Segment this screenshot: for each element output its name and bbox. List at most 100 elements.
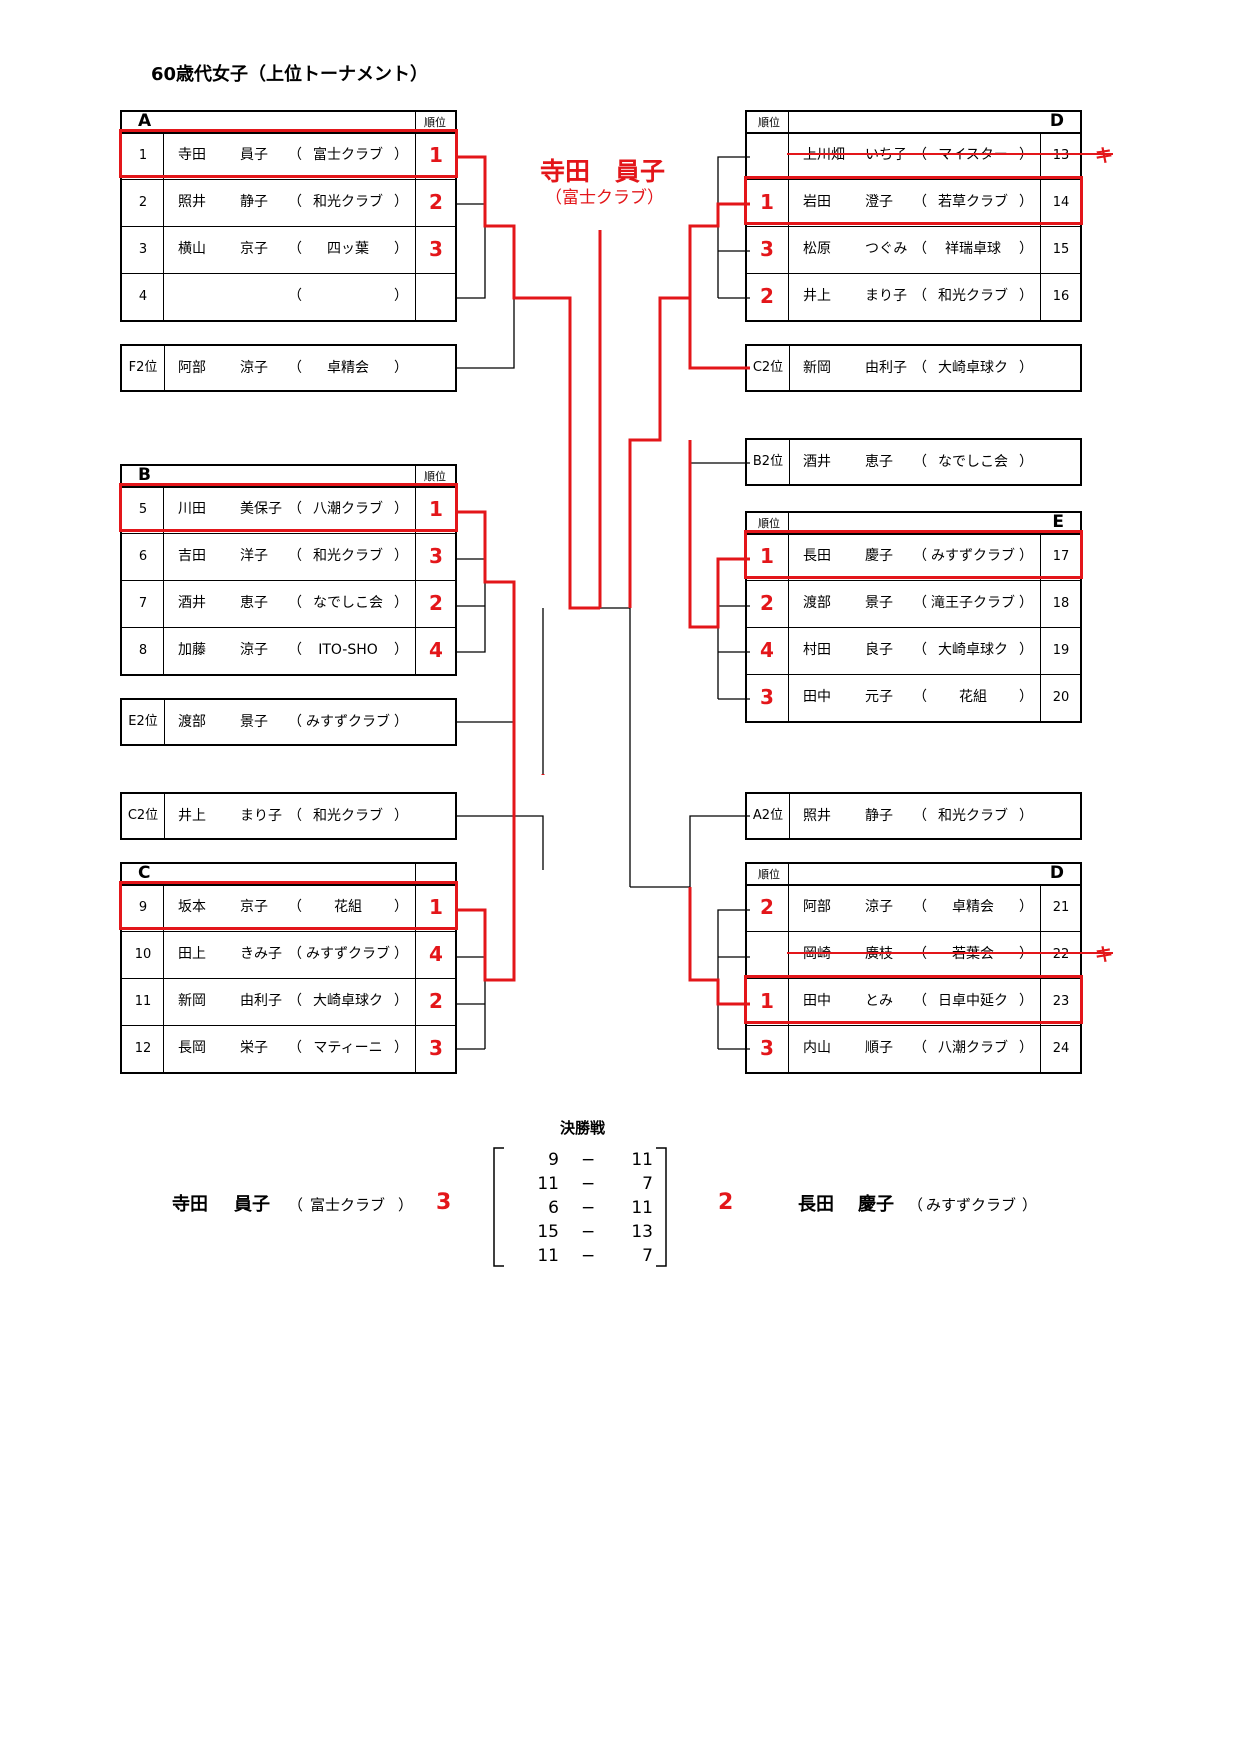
player-number: 5 (138, 502, 148, 517)
player-number: 19 (1052, 643, 1070, 658)
seed-tag: C2位 (122, 794, 165, 838)
group-letter: B (138, 465, 151, 485)
player-rank: 1 (429, 143, 443, 167)
player-surname: 村田 (803, 642, 831, 658)
player-rank: 3 (760, 685, 774, 709)
withdrawn-mark: キ (1095, 146, 1113, 167)
paren-close: ） (394, 360, 408, 376)
player-rank: 2 (429, 989, 443, 1013)
player-surname: 井上 (803, 288, 831, 304)
seed-club: 大崎卓球ク (938, 360, 1008, 376)
rank-header: 順位 (758, 868, 780, 881)
player-number: 10 (134, 947, 152, 962)
paren-close: ） (1019, 548, 1033, 564)
set-score-left: 11 (537, 1174, 559, 1194)
player-number: 18 (1052, 596, 1070, 611)
paren-open: （ (288, 548, 302, 564)
final-left-paren-open: （ (288, 1196, 304, 1214)
player-surname: 田中 (803, 993, 831, 1009)
seed-club: なでしこ会 (938, 454, 1008, 470)
final-set-row: 15−13 (525, 1222, 655, 1246)
rank-header: 順位 (758, 116, 780, 129)
player-given-name: つぐみ (865, 241, 908, 257)
set-score-left: 15 (537, 1222, 559, 1242)
player-number: 23 (1052, 994, 1070, 1009)
paren-open: （ (288, 241, 302, 257)
paren-open: （ (913, 194, 927, 210)
header-divider (788, 864, 789, 884)
paren-open: （ (913, 899, 927, 915)
player-given-name: 慶子 (865, 548, 893, 564)
player-given-name: 洋子 (240, 548, 268, 564)
player-surname: 松原 (803, 241, 831, 257)
paren-close: ） (394, 993, 408, 1009)
player-rank: 1 (760, 190, 774, 214)
paren-open: （ (913, 360, 927, 376)
player-surname: 岡崎 (803, 946, 831, 962)
player-surname: 長田 (803, 548, 831, 564)
seed-tag: C2位 (747, 346, 790, 390)
player-club: 日卓中延ク (938, 993, 1008, 1009)
group-letter: A (138, 111, 152, 131)
seed-surname: 渡部 (178, 714, 206, 730)
player-given-name: まり子 (865, 288, 907, 304)
player-surname: 吉田 (178, 548, 206, 564)
player-given-name: きみ子 (240, 946, 282, 962)
player-given-name: 栄子 (240, 1040, 268, 1056)
player-club: 卓精会 (952, 899, 994, 915)
paren-open: （ (913, 808, 927, 824)
final-left-given: 員子 (234, 1194, 270, 1215)
player-surname: 寺田 (178, 147, 206, 163)
player-rank: 4 (429, 638, 443, 662)
paren-close: ） (1019, 454, 1033, 470)
seed-tag: F2位 (122, 346, 165, 390)
rank-header: 順位 (424, 116, 446, 129)
paren-close: ） (394, 1040, 408, 1056)
player-rank: 3 (760, 1036, 774, 1060)
group-header: A 順位 (122, 111, 455, 134)
group-letter: D (1049, 863, 1064, 883)
header-divider (415, 466, 416, 486)
player-club: 若草クラブ (938, 194, 1008, 210)
set-dash: − (581, 1198, 596, 1218)
seed-club: 和光クラブ (938, 808, 1008, 824)
final-left-club: 富士クラブ (310, 1196, 386, 1214)
player-rank: 1 (760, 989, 774, 1013)
seed-tag: B2位 (747, 440, 790, 484)
paren-open: （ (288, 993, 302, 1009)
paren-open: （ (288, 642, 302, 658)
paren-open: （ (913, 642, 927, 658)
paren-close: ） (1019, 946, 1033, 962)
paren-open: （ (913, 454, 927, 470)
player-surname: 阿部 (803, 899, 831, 915)
paren-open: （ (913, 689, 927, 705)
player-rank: 3 (429, 1036, 443, 1060)
player-rank: 4 (760, 638, 774, 662)
player-given-name: 京子 (240, 241, 268, 257)
player-given-name: いち子 (865, 147, 907, 163)
seed-tag: E2位 (122, 700, 165, 744)
player-given-name: 廣枝 (865, 946, 893, 962)
seed-entry-c2r: C2位新岡由利子（大崎卓球ク） (745, 344, 1082, 392)
player-rank: 2 (760, 284, 774, 308)
player-number: 2 (138, 195, 148, 210)
group-header: D 順位 (747, 863, 1080, 886)
final-right-paren-open: （ (908, 1196, 924, 1214)
player-number: 17 (1052, 549, 1070, 564)
paren-open: （ (288, 1040, 302, 1056)
final-left-surname: 寺田 (172, 1194, 208, 1215)
